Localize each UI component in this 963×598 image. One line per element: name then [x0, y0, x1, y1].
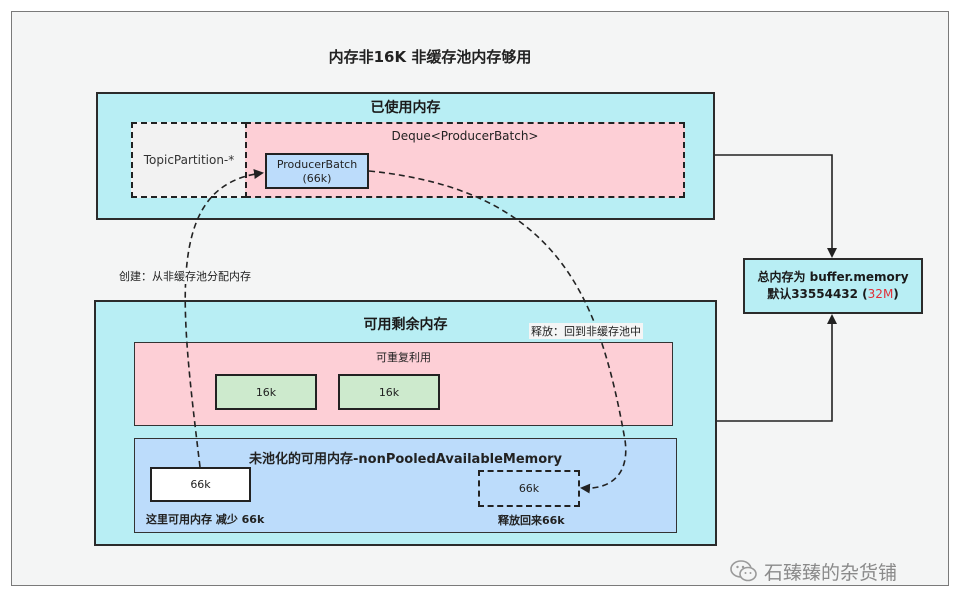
reusable-block-2-label: 16k: [378, 385, 400, 399]
create-note: 创建：从非缓存池分配内存: [117, 268, 253, 284]
reusable-block-1-label: 16k: [255, 385, 277, 399]
topic-partition-box: TopicPartition-*: [131, 122, 247, 198]
reusable-block-1: 16k: [215, 374, 317, 410]
reusable-memory-label: 可重复利用: [376, 351, 431, 364]
topic-partition-label: TopicPartition-*: [143, 153, 235, 167]
wechat-icon: [730, 560, 757, 582]
returned-66k-label: 66k: [518, 482, 540, 495]
release-note: 释放：回到非缓存池中: [529, 323, 643, 339]
used-memory-title: 已使用内存: [370, 100, 441, 116]
total-memory-suffix: ): [893, 287, 899, 301]
allocated-66k-label: 66k: [190, 478, 211, 491]
returned-caption: 释放回来66k: [498, 514, 565, 527]
deque-label: Deque<ProducerBatch>: [391, 129, 539, 143]
total-memory-line2: 默认33554432 (32M): [745, 286, 921, 303]
producer-batch-box: ProducerBatch (66k): [265, 153, 369, 189]
producer-batch-size: (66k): [302, 172, 332, 185]
watermark-text: 石臻臻的杂货铺: [764, 561, 898, 584]
create-arrow: [184, 169, 264, 468]
allocated-66k-block: 66k: [150, 467, 251, 502]
producer-batch-label: ProducerBatch: [276, 158, 358, 171]
diagram-title: 内存非16K 非缓存池内存够用: [328, 48, 532, 66]
release-arrow: [368, 170, 627, 494]
total-memory-box: 总内存为 buffer.memory 默认33554432 (32M): [743, 258, 923, 314]
reusable-block-2: 16k: [338, 374, 440, 410]
total-memory-highlight: 32M: [867, 287, 894, 301]
total-memory-prefix: 默认33554432 (: [767, 287, 868, 301]
available-memory-title: 可用剩余内存: [363, 317, 448, 333]
watermark: 石臻臻的杂货铺: [730, 556, 955, 586]
returned-66k-block: 66k: [478, 470, 580, 507]
used-to-total-connector: [715, 154, 837, 258]
non-pooled-memory-label: 未池化的可用内存-nonPooledAvailableMemory: [248, 452, 563, 467]
allocated-caption: 这里可用内存 减少 66k: [146, 513, 265, 526]
available-to-total-connector: [717, 314, 837, 422]
total-memory-line1: 总内存为 buffer.memory: [757, 270, 909, 284]
